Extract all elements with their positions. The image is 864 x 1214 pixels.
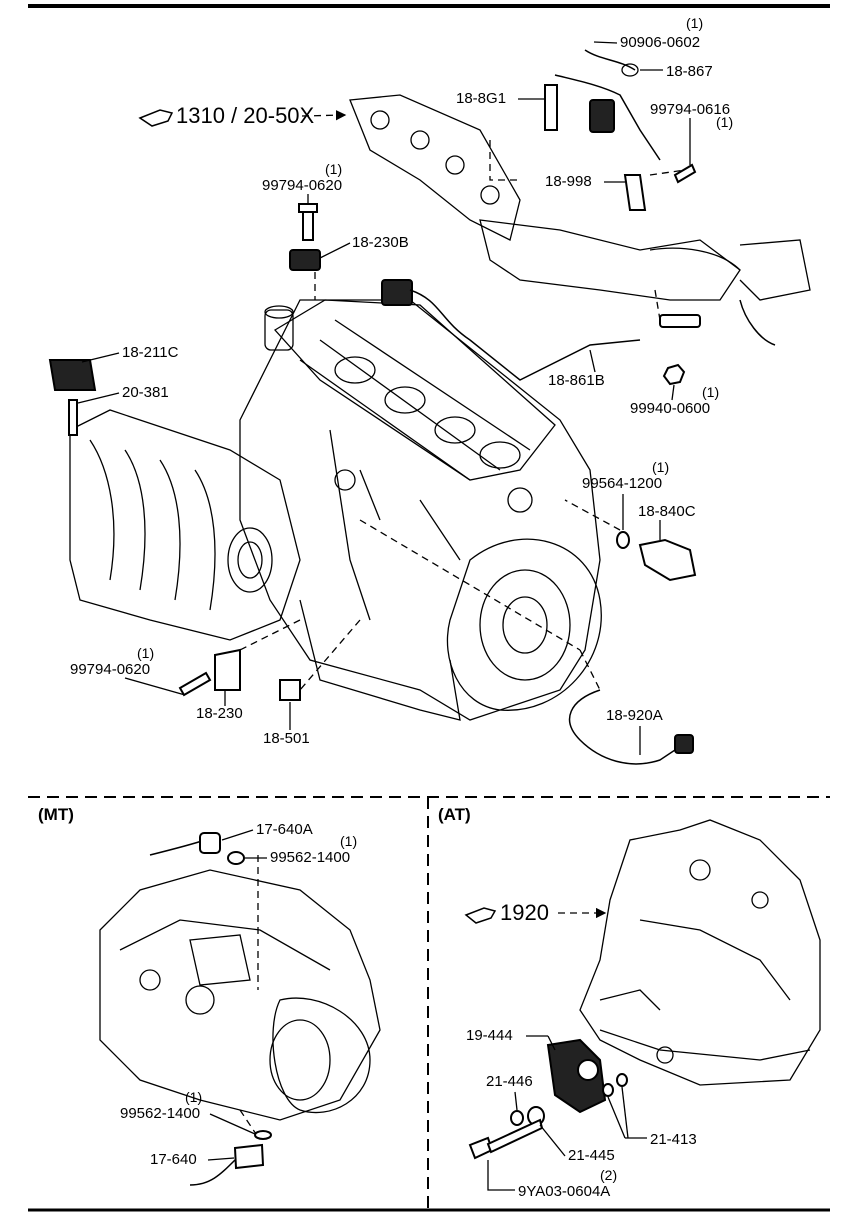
mt-section-title: (MT)	[38, 805, 74, 824]
svg-text:(2): (2)	[600, 1167, 617, 1183]
manual-transmission-drawing	[99, 855, 381, 1141]
part-label: 9YA03-0604A	[518, 1183, 610, 1200]
part-label: 18-8G1	[456, 90, 506, 107]
at-labels: 19-444 21-446 21-445 21-413 (2) 9YA03-06…	[466, 1027, 697, 1200]
part-label: 18-840C	[638, 503, 696, 520]
part-label: 19-444	[466, 1027, 513, 1044]
mt-labels: 17-640A (1) 99562-1400 (1) 99562-1400 17…	[120, 821, 357, 1168]
part-label: 17-640	[150, 1151, 197, 1168]
part-label: 18-998	[545, 173, 592, 190]
part-label: 18-867	[666, 63, 713, 80]
part-label: 99794-0616	[650, 101, 730, 118]
part-label: 21-445	[568, 1147, 615, 1164]
engine-labels: (1) 90906-0602 18-867 18-8G1 (1) 99794-0…	[70, 15, 733, 755]
mt-small-parts	[149, 832, 272, 1186]
part-label: 18-920A	[606, 707, 663, 724]
engine-block-drawing	[239, 299, 602, 721]
assembly-leaders	[74, 140, 691, 691]
svg-text:(1): (1)	[340, 833, 357, 849]
part-label: 18-230B	[352, 234, 409, 251]
part-label: 18-501	[263, 730, 310, 747]
part-label: 99794-0620	[70, 661, 150, 678]
part-label: 18-861B	[548, 372, 605, 389]
at-small-parts	[468, 1038, 628, 1160]
svg-text:(1): (1)	[652, 459, 669, 475]
part-label: 17-640A	[256, 821, 313, 838]
pointing-hand-icon	[138, 109, 174, 127]
part-label: 99940-0600	[630, 400, 710, 417]
part-label: 99794-0620	[262, 177, 342, 194]
svg-text:(1): (1)	[325, 161, 342, 177]
part-label: 90906-0602	[620, 34, 700, 51]
part-label: 20-381	[122, 384, 169, 401]
part-label: 99564-1200	[582, 475, 662, 492]
part-label: 18-211C	[122, 344, 179, 361]
automatic-transmission-drawing	[579, 819, 821, 1086]
svg-text:(1): (1)	[185, 1089, 202, 1105]
svg-text:(1): (1)	[137, 645, 154, 661]
exhaust-manifold-drawing	[349, 94, 811, 346]
svg-text:(1): (1)	[686, 15, 703, 31]
part-label: 21-446	[486, 1073, 533, 1090]
pointing-hand-icon	[464, 907, 497, 924]
svg-text:(1): (1)	[702, 384, 719, 400]
part-label: 99562-1400	[270, 849, 350, 866]
exhaust-reference[interactable]: 1310 / 20-50X	[176, 103, 315, 128]
engine-small-parts	[48, 49, 701, 765]
intake-manifold-drawing	[69, 409, 301, 641]
transmission-reference[interactable]: 1920	[500, 900, 549, 925]
at-section-title: (AT)	[438, 805, 471, 824]
part-label: 18-230	[196, 705, 243, 722]
part-label: 21-413	[650, 1131, 697, 1148]
svg-text:(1): (1)	[716, 114, 733, 130]
part-label: 99562-1400	[120, 1105, 200, 1122]
